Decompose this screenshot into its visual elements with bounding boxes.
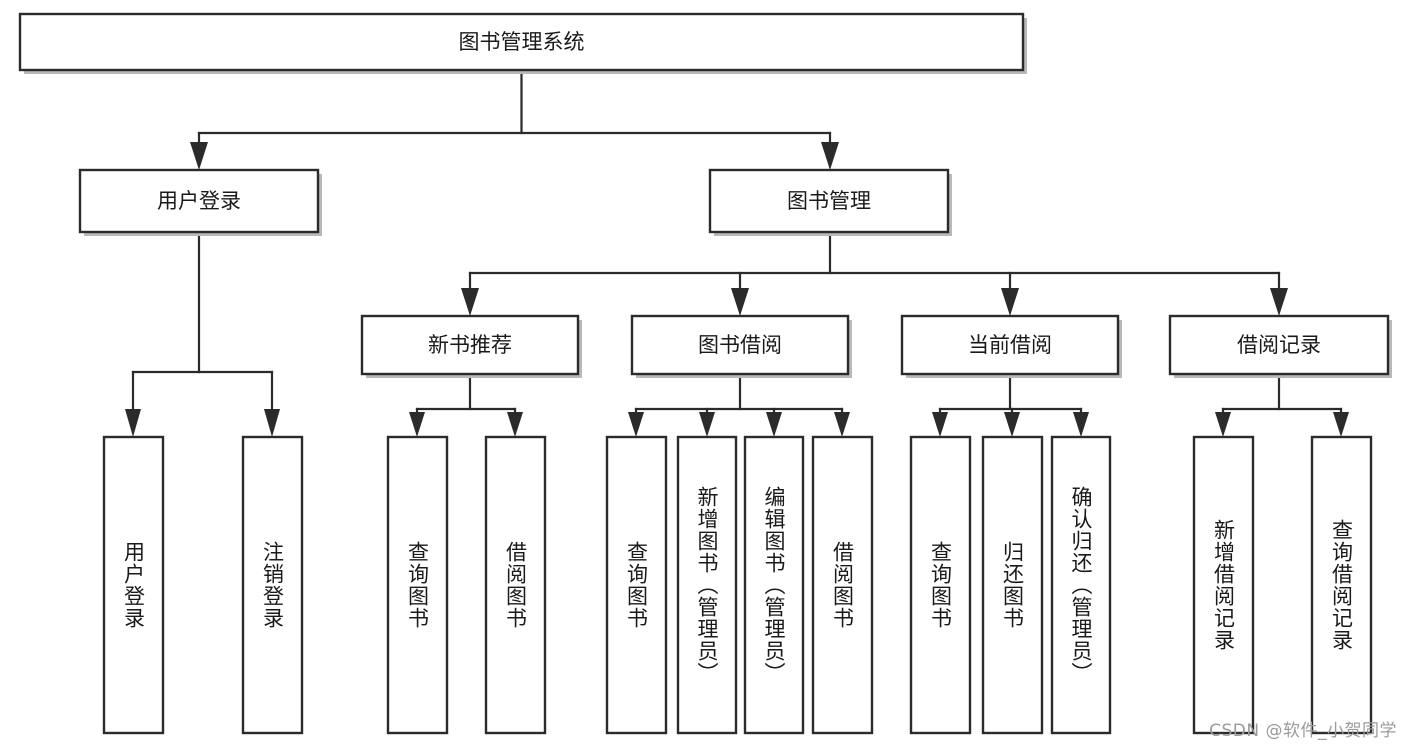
- leaf-box-add-record[interactable]: [1192, 435, 1255, 735]
- node-book-borrow-label: 图书借阅: [698, 333, 782, 357]
- arrowhead-current-borrow: [1001, 288, 1019, 316]
- leaf-boxes: [102, 435, 1373, 735]
- node-new-book-recommend[interactable]: 新书推荐: [360, 314, 582, 378]
- node-book-manage-label: 图书管理: [787, 189, 871, 213]
- leaf-box-query-record[interactable]: [1310, 435, 1373, 735]
- arrowhead-new-book-recommend: [461, 288, 479, 316]
- arrowhead-borrow-record: [1270, 288, 1288, 316]
- arrowhead-leaf-query-record: [1333, 412, 1349, 437]
- leaf-box-confirm-return[interactable]: [1050, 435, 1112, 735]
- node-user-login-label: 用户登录: [157, 189, 241, 213]
- arrowhead-leaf-query-book-cur: [932, 412, 948, 437]
- leaf-box-query-book-cur[interactable]: [909, 435, 972, 735]
- node-borrow-record[interactable]: 借阅记录: [1168, 314, 1392, 378]
- arrowhead-book-borrow: [731, 288, 749, 316]
- leaf-box-user-login[interactable]: [102, 435, 165, 735]
- node-book-borrow-box[interactable]: [630, 314, 850, 376]
- arrowhead-leaf-logout: [264, 409, 280, 437]
- arrowhead-leaf-add-book: [699, 412, 715, 437]
- arrowhead-leaf-edit-book: [766, 412, 782, 437]
- leaf-box-borrow-book-rec[interactable]: [484, 435, 547, 735]
- node-borrow-record-label: 借阅记录: [1237, 333, 1321, 357]
- node-root-label: 图书管理系统: [459, 30, 585, 54]
- node-layer: 图书管理系统 用户登录 图书管理 新书推荐: [18, 12, 1392, 735]
- arrowhead-book-manage: [821, 142, 839, 170]
- node-current-borrow[interactable]: 当前借阅: [900, 314, 1122, 378]
- node-book-borrow[interactable]: 图书借阅: [630, 314, 852, 378]
- leaf-box-return-book[interactable]: [981, 435, 1044, 735]
- arrowhead-leaf-query-book-rec: [409, 412, 425, 437]
- csdn-watermark: CSDN @软件_小贺同学: [1209, 721, 1397, 741]
- arrowhead-leaf-query-book-borrow: [628, 412, 644, 437]
- arrowhead-leaf-return-book: [1004, 412, 1020, 437]
- node-new-book-recommend-label: 新书推荐: [428, 333, 512, 357]
- node-book-manage[interactable]: 图书管理: [708, 168, 952, 236]
- arrowhead-user-login: [190, 142, 208, 170]
- node-user-login[interactable]: 用户登录: [78, 168, 322, 236]
- node-book-manage-box[interactable]: [708, 168, 950, 234]
- arrowhead-leaf-borrow-book-rec: [507, 412, 523, 437]
- leaf-box-borrow-book[interactable]: [811, 435, 874, 735]
- node-root[interactable]: 图书管理系统: [18, 12, 1027, 74]
- arrowhead-leaf-borrow-book: [834, 412, 850, 437]
- arrowhead-leaf-user-login: [125, 409, 141, 437]
- node-new-book-recommend-box[interactable]: [360, 314, 580, 376]
- leaf-box-add-book[interactable]: [676, 435, 738, 735]
- arrowhead-leaf-confirm-return: [1073, 412, 1089, 437]
- node-root-box[interactable]: [18, 12, 1025, 72]
- node-user-login-box[interactable]: [78, 168, 320, 234]
- connector-layer: [125, 68, 1349, 437]
- leaf-box-edit-book[interactable]: [743, 435, 805, 735]
- node-borrow-record-box[interactable]: [1168, 314, 1390, 376]
- node-current-borrow-label: 当前借阅: [968, 333, 1052, 357]
- leaf-box-logout[interactable]: [241, 435, 304, 735]
- leaf-box-query-book-borrow[interactable]: [605, 435, 668, 735]
- leaf-box-query-book-rec[interactable]: [386, 435, 449, 735]
- arrowhead-leaf-add-record: [1215, 412, 1231, 437]
- node-current-borrow-box[interactable]: [900, 314, 1120, 376]
